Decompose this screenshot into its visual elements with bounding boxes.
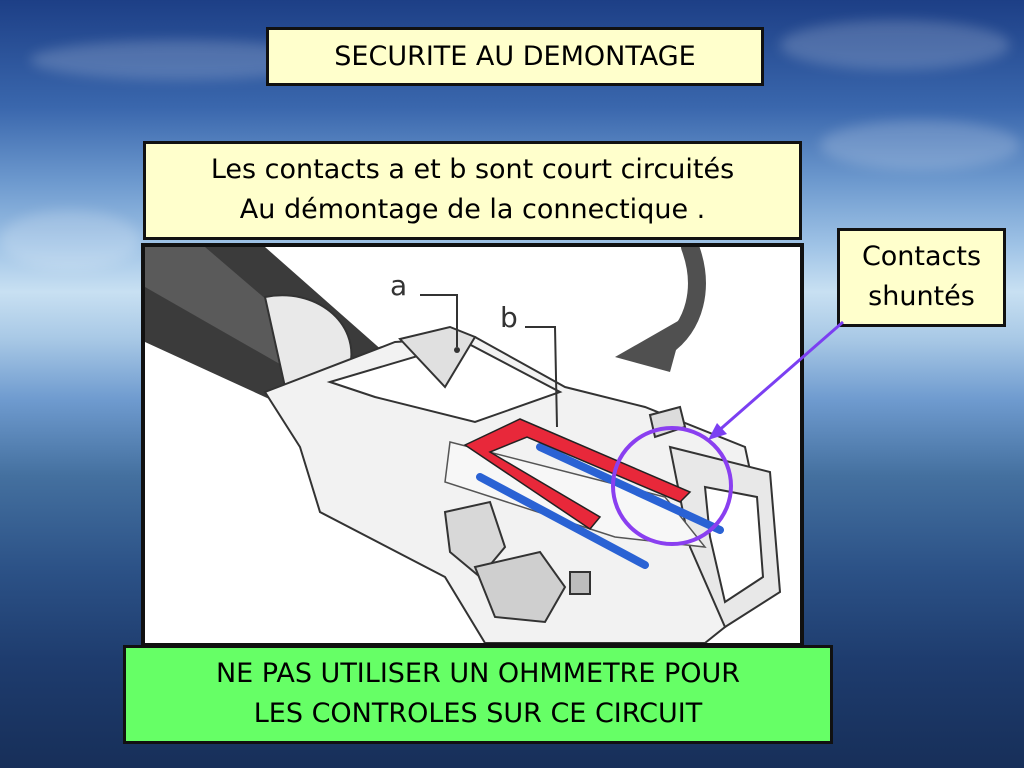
slide-title-text: SECURITE AU DEMONTAGE	[334, 41, 696, 72]
contact-a-red-shunt	[463, 418, 692, 530]
description-line-2: Au démontage de la connectique .	[239, 194, 706, 225]
connector-illustration: a b	[145, 247, 782, 643]
warning-line-2: LES CONTROLES SUR CE CIRCUIT	[253, 698, 703, 729]
leader-line-a	[420, 294, 458, 347]
shunt-highlight-circle	[611, 426, 733, 546]
contact-b-blue-lower	[476, 473, 649, 569]
leader-line-b	[525, 326, 558, 428]
callout-box: Contacts shuntés	[837, 228, 1006, 327]
leader-dot-a	[454, 347, 460, 353]
description-box: Les contacts a et b sont court circuités…	[143, 141, 802, 240]
background-cloud	[780, 20, 1010, 70]
connector-diagram: a b	[141, 243, 804, 647]
label-a: a	[390, 269, 407, 302]
callout-arrow-head	[708, 423, 727, 440]
callout-arrow	[715, 320, 844, 435]
slide-title: SECURITE AU DEMONTAGE	[266, 27, 764, 86]
contact-b-blue-upper	[536, 443, 724, 534]
description-line-1: Les contacts a et b sont court circuités	[210, 154, 735, 185]
grey-arrow-head	[615, 317, 685, 372]
callout-line-2: shuntés	[868, 281, 975, 312]
warning-line-1: NE PAS UTILISER UN OHMMETRE POUR	[215, 658, 741, 689]
label-b: b	[500, 301, 518, 334]
housing-notch	[569, 571, 591, 595]
background-cloud	[0, 210, 140, 270]
background-cloud	[820, 120, 1020, 170]
housing-clip	[473, 550, 567, 624]
warning-box: NE PAS UTILISER UN OHMMETRE POUR LES CON…	[123, 645, 833, 744]
callout-line-1: Contacts	[861, 241, 982, 272]
